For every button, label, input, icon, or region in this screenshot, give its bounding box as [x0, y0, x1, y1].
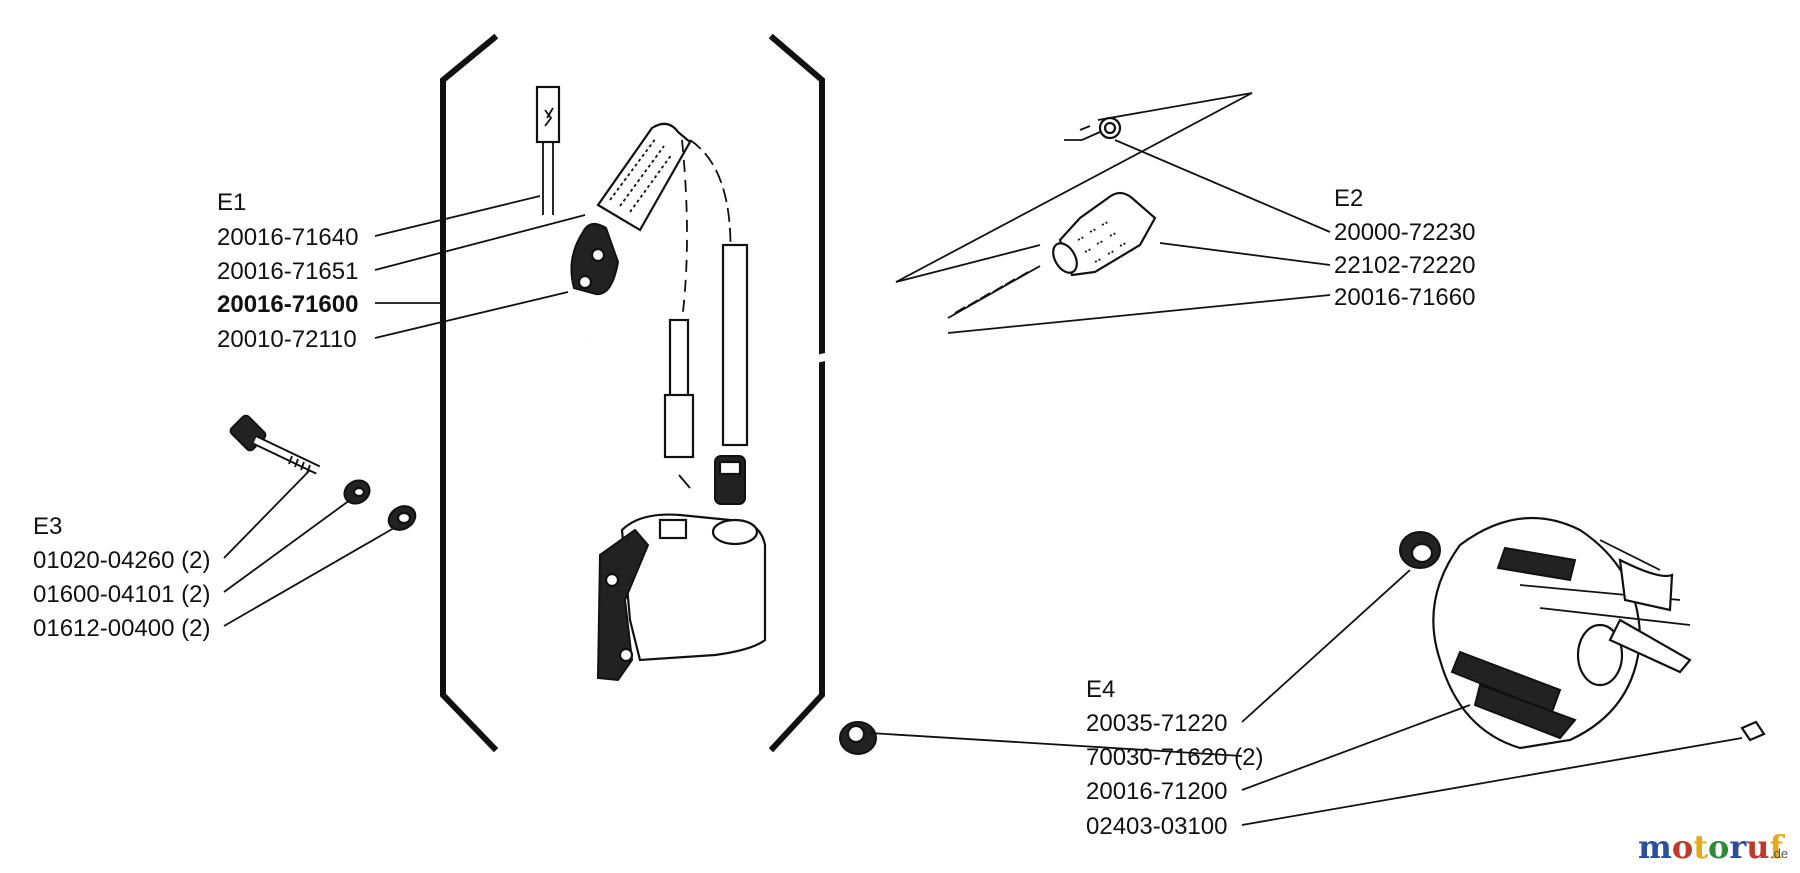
part-number-label: 20035-71220	[1086, 710, 1227, 737]
flywheel-nut-part	[1399, 531, 1441, 569]
label-group-e1: E1 20016-71640 20016-71651 20016-71600 2…	[217, 189, 358, 353]
part-number-label: 70030-71620 (2)	[1086, 744, 1263, 771]
part-number-label: 01600-04101 (2)	[33, 581, 210, 608]
ignition-wire-part	[586, 264, 1042, 372]
assembly-bracket-right	[768, 33, 825, 753]
spark-plug-cap-part	[1052, 191, 1157, 277]
part-number-label: 01020-04260 (2)	[33, 547, 210, 574]
part-number-label: 20016-71200	[1086, 778, 1227, 805]
watermark-letter: o	[1672, 828, 1693, 866]
watermark-letter: m	[1638, 828, 1672, 866]
part-number-label-highlighted: 20016-71600	[217, 291, 358, 318]
coil-lead-wires	[663, 139, 749, 489]
bolt-part	[229, 414, 321, 475]
label-group-e2: E2 20000-72230 22102-72220 20016-71660	[1334, 185, 1475, 311]
spring-clip-part	[1064, 116, 1122, 141]
watermark-letter: r	[1729, 828, 1747, 866]
woodruff-key-part	[1740, 720, 1766, 742]
plug-cap-boot-part	[570, 122, 692, 296]
leader-lines	[223, 139, 1743, 826]
watermark-logo: motoruf .de	[1638, 828, 1788, 866]
ignition-coil-part	[596, 513, 767, 682]
watermark-letter: u	[1746, 828, 1769, 866]
grommet-part	[714, 455, 746, 505]
flat-washer-part	[387, 505, 417, 531]
lock-washer-part	[343, 479, 371, 505]
part-number-label: 20000-72230	[1334, 219, 1475, 246]
part-number-label: 20016-71640	[217, 224, 358, 251]
watermark-brand: motoruf	[1638, 828, 1785, 866]
part-number-label: 20010-72110	[217, 326, 357, 353]
part-number-label: 20016-71660	[1334, 284, 1475, 311]
assembly-bracket-left	[440, 33, 499, 753]
part-number-label: 02403-03100	[1086, 813, 1227, 840]
label-group-e3: E3 01020-04260 (2) 01600-04101 (2) 01612…	[33, 513, 210, 642]
part-number-label: 20016-71651	[217, 258, 358, 285]
projection-lines	[895, 92, 1253, 283]
label-group-e4: E4 20035-71220 70030-71620 (2) 20016-712…	[1086, 676, 1263, 840]
watermark-letter: t	[1693, 828, 1708, 866]
part-number-label: 22102-72220	[1334, 252, 1475, 279]
terminal-pin-part	[535, 85, 561, 215]
watermark-letter: f	[1769, 828, 1785, 866]
part-number-label: 01612-00400 (2)	[33, 615, 210, 642]
watermark-letter: o	[1708, 828, 1729, 866]
group-title-e3: E3	[33, 513, 62, 540]
group-title-e2: E2	[1334, 185, 1363, 212]
group-title-e1: E1	[217, 189, 246, 216]
spacer-part	[839, 721, 877, 755]
watermark-suffix: .de	[1770, 846, 1788, 861]
flywheel-part	[1432, 516, 1692, 750]
group-title-e4: E4	[1086, 676, 1115, 703]
